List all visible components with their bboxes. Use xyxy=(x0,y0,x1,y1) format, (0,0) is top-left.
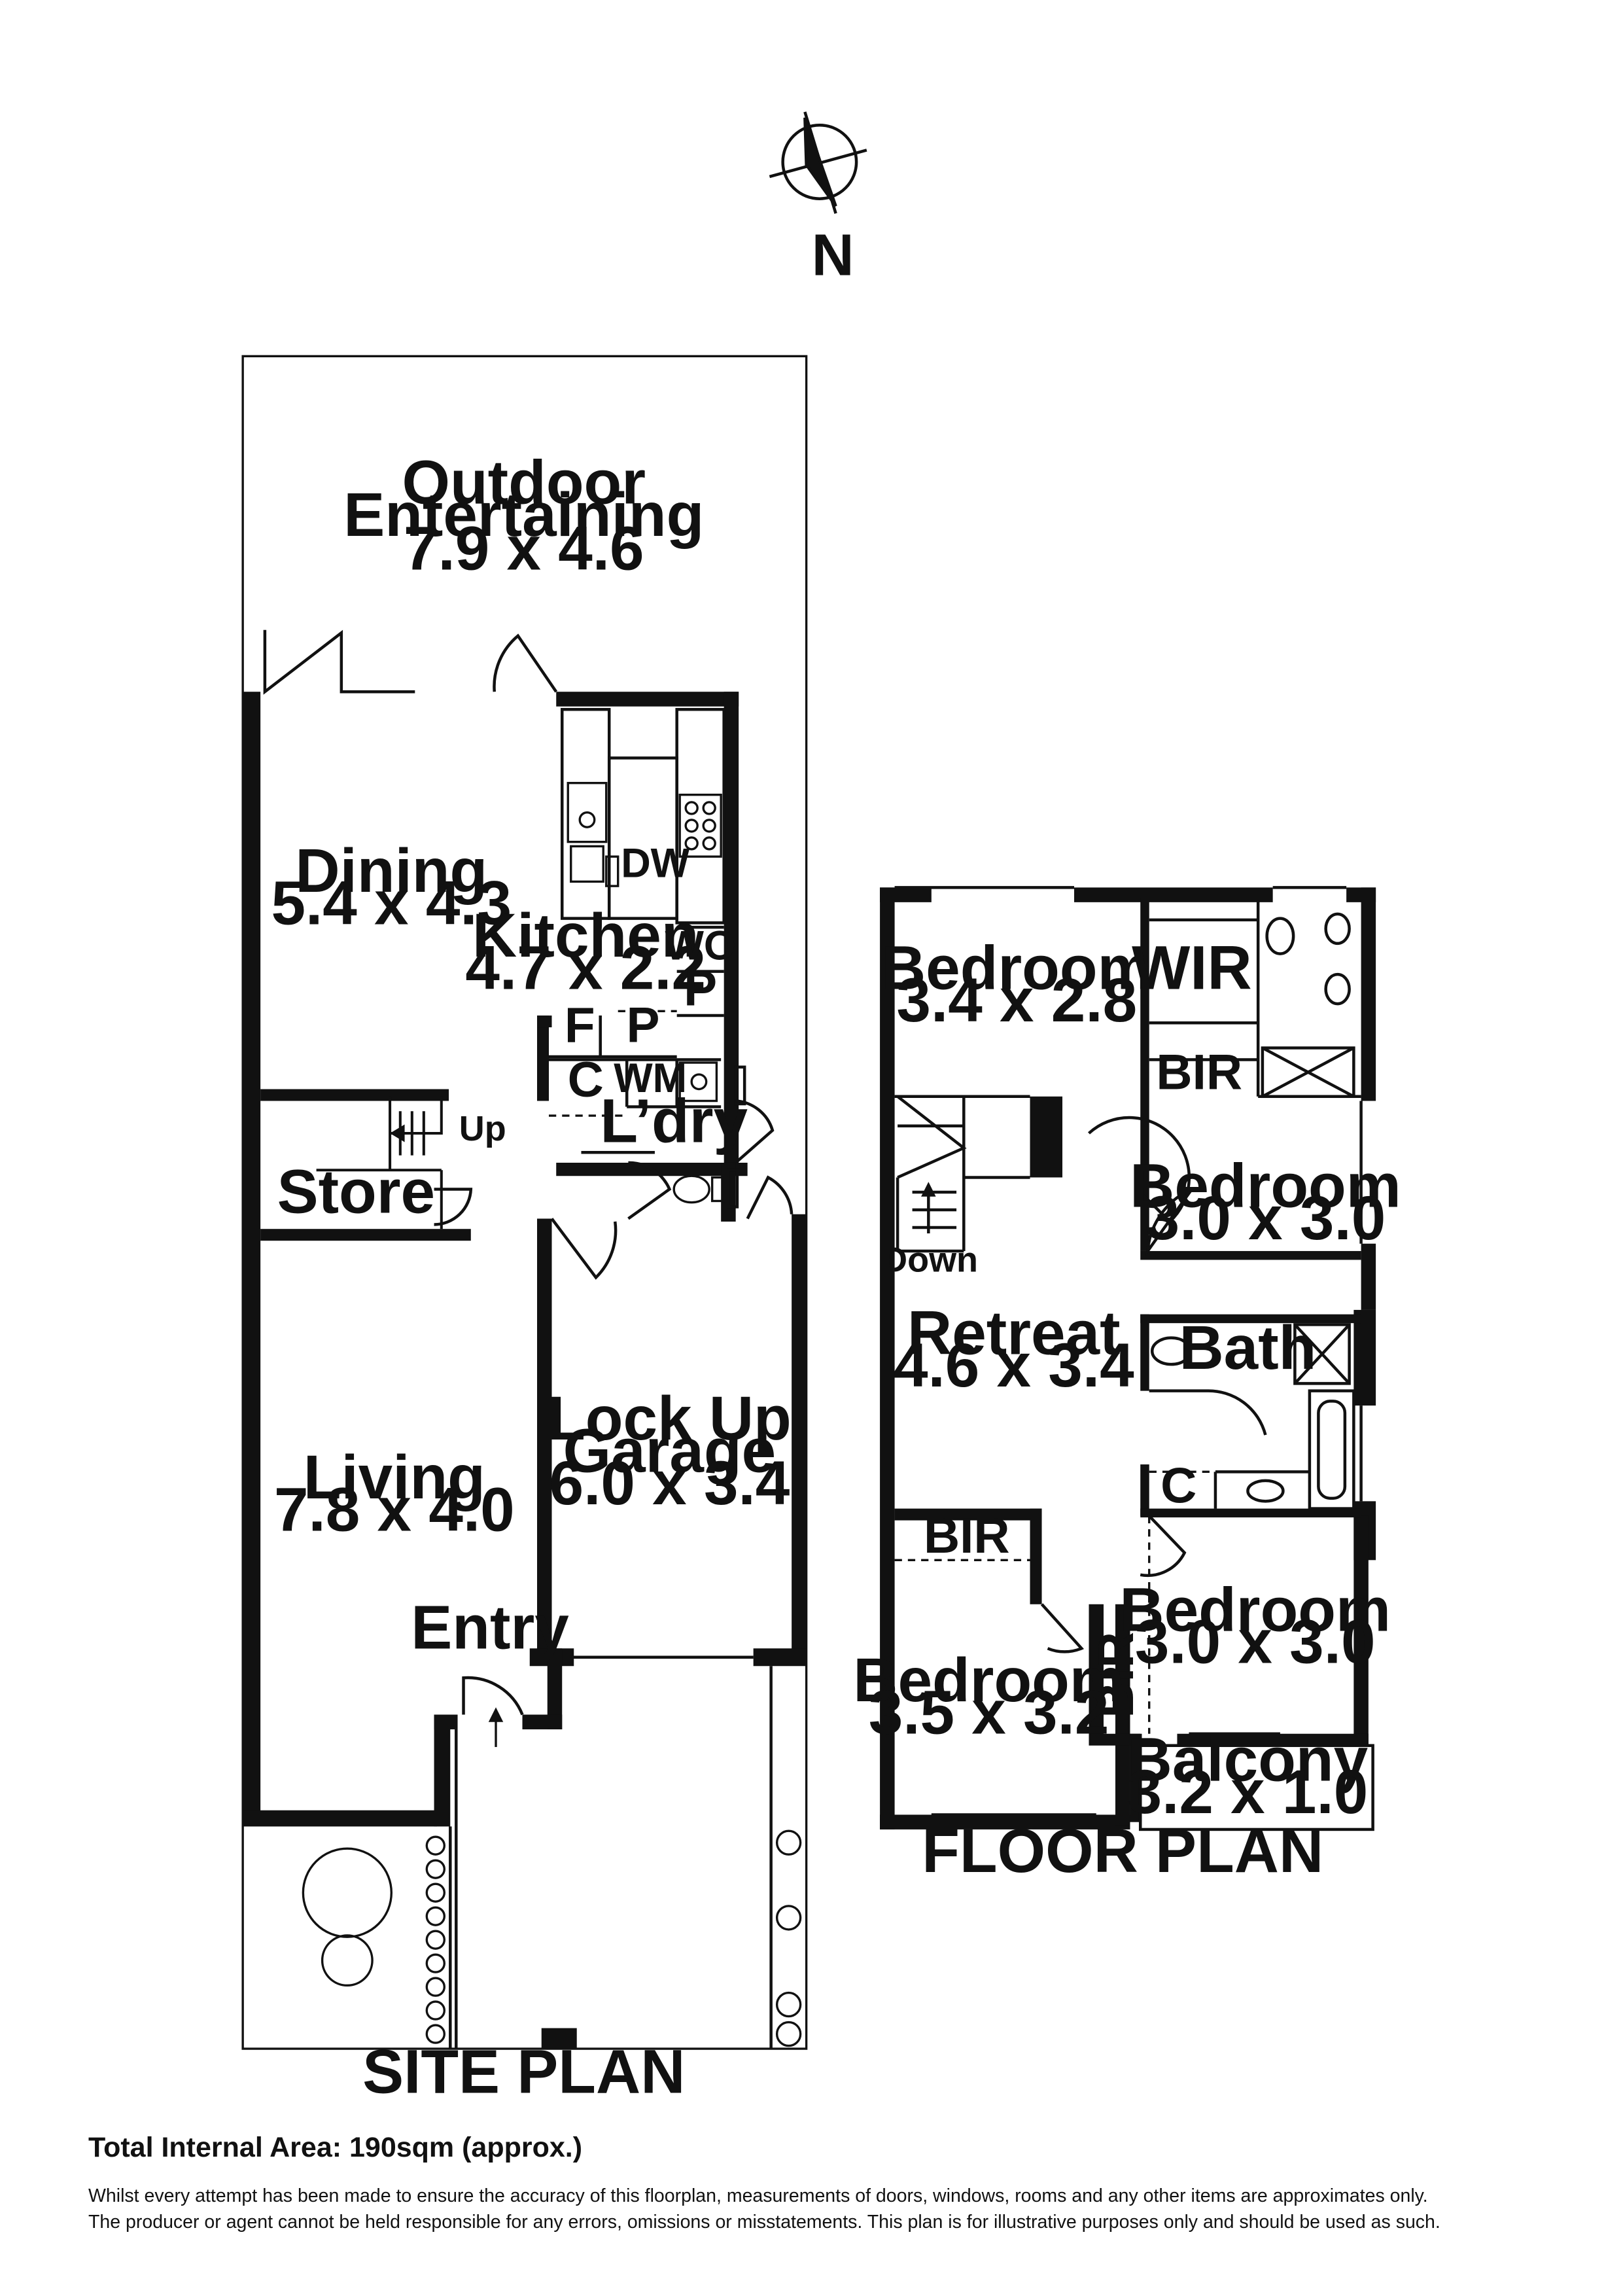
dishwasher-icon xyxy=(605,855,620,887)
entry-label: Entry xyxy=(411,1593,569,1662)
landscaping xyxy=(302,1829,802,2047)
bedroom3-name: Bedroom xyxy=(1119,1575,1391,1644)
shrub-icon xyxy=(775,1991,802,2018)
disclaimer-line-1: Whilst every attempt has been made to en… xyxy=(88,2185,1428,2206)
garage-size: 6.0 x 3.4 xyxy=(550,1449,790,1518)
retreat-size: 4.6 x 3.4 xyxy=(894,1331,1134,1400)
living-size: 7.8 x 4.0 xyxy=(274,1475,515,1544)
shrub-icon xyxy=(775,2021,802,2047)
retreat-name: Retreat xyxy=(907,1298,1121,1368)
disclaimer-line-2: The producer or agent cannot be held res… xyxy=(88,2212,1440,2233)
toilet-icon xyxy=(672,1174,710,1204)
balcony-size: 3.2 x 1.0 xyxy=(1128,1757,1369,1827)
bathtub-icon xyxy=(1308,1389,1355,1510)
shower-icon xyxy=(1261,1046,1355,1099)
appliances xyxy=(495,781,725,1747)
entry-arrow-icon xyxy=(488,1707,504,1722)
down-label: Down xyxy=(882,1240,978,1279)
upper-dashed xyxy=(894,1470,1215,1734)
down-arrow-icon xyxy=(921,1182,936,1197)
garage-name: Lock Up xyxy=(548,1384,792,1453)
wm-label: WM xyxy=(614,1055,687,1101)
total-area: Total Internal Area: 190sqm (approx.) xyxy=(88,2132,583,2163)
shrub-icon xyxy=(775,1829,802,1856)
wo-label: WO xyxy=(665,923,735,969)
kitchen-name: Kitchen xyxy=(472,901,699,970)
dining-size: 5.4 x 4.3 xyxy=(271,869,512,938)
bath-label: Bath xyxy=(1179,1313,1316,1383)
bir-1-label: BIR xyxy=(1156,1045,1242,1101)
tree-icon xyxy=(321,1934,374,1987)
store-label: Store xyxy=(277,1157,435,1226)
pantry-label: P xyxy=(684,961,717,1016)
bifold-door-icon xyxy=(263,629,415,695)
upper-interior xyxy=(894,886,1374,1831)
upper-walls xyxy=(880,887,1376,1829)
doors xyxy=(263,629,794,1716)
floor-plan-caption: FLOOR PLAN xyxy=(922,1816,1323,1886)
floor-plan: Bedroom 3.4 x 2.8 WIR BIR Bedroom 3.0 x … xyxy=(853,886,1401,1886)
kitchen-size: 4.7 x 2.2 xyxy=(465,934,706,1003)
shower-icon xyxy=(1293,1323,1351,1385)
up-arrow-icon xyxy=(390,1124,405,1142)
shrub-icon xyxy=(775,1905,802,1931)
cupboard-upper-label: C xyxy=(1161,1458,1196,1514)
balcony-outline xyxy=(1138,1744,1374,1831)
cooktop-icon xyxy=(678,793,722,858)
site-plan-caption: SITE PLAN xyxy=(362,2038,685,2107)
cupboard-label: C xyxy=(568,1052,604,1108)
site-plan: Outdoor Entertaining 7.9 x 4.6 Dining 5.… xyxy=(241,355,808,2107)
bedroom4-name: Bedroom xyxy=(853,1646,1125,1715)
fridge-label: F xyxy=(565,998,595,1053)
toilet-icon xyxy=(1265,917,1295,955)
living-name: Living xyxy=(304,1443,485,1512)
outdoor-size: 7.9 x 4.6 xyxy=(404,514,644,584)
basin-icon xyxy=(1324,972,1351,1006)
laundry-label: L’dry xyxy=(600,1087,748,1156)
north-compass-icon xyxy=(769,111,867,214)
tree-icon xyxy=(302,1847,393,1938)
bedroom1-name: Bedroom xyxy=(881,934,1153,1003)
bedroom3-size: 3.0 x 3.0 xyxy=(1135,1608,1376,1677)
house-walls xyxy=(243,692,807,2049)
basin-icon xyxy=(1246,1479,1285,1503)
dining-name: Dining xyxy=(295,836,487,906)
garage-name-2: Garage xyxy=(563,1416,777,1485)
bedroom2-name: Bedroom xyxy=(1130,1151,1401,1220)
bir-3-label: BIR xyxy=(1089,1632,1144,1718)
bir-2-label: BIR xyxy=(924,1508,1010,1564)
outdoor-name: Outdoor xyxy=(402,448,646,517)
dw-label: DW xyxy=(621,841,689,887)
balcony-name: Balcony xyxy=(1128,1725,1369,1795)
sink-icon xyxy=(567,781,608,843)
north-label: N xyxy=(812,223,854,289)
pantry-2-label: P xyxy=(626,998,659,1053)
bedroom4-size: 3.5 x 3.2 xyxy=(869,1678,1109,1748)
bedroom2-size: 3.0 x 3.0 xyxy=(1145,1184,1386,1253)
interior-lines xyxy=(449,707,773,2049)
toilet-icon xyxy=(1150,1336,1192,1366)
outdoor-name-2: Entertaining xyxy=(343,480,704,550)
basin-icon xyxy=(1324,912,1351,945)
bedroom1-size: 3.4 x 2.8 xyxy=(896,966,1137,1035)
dashed-lines xyxy=(548,1010,677,1117)
stair-icon xyxy=(316,1096,443,1229)
swing-door-icon xyxy=(493,633,558,693)
wir-label: WIR xyxy=(1132,934,1252,1003)
up-label: Up xyxy=(459,1109,506,1148)
laundry-trough-icon xyxy=(678,1061,718,1103)
